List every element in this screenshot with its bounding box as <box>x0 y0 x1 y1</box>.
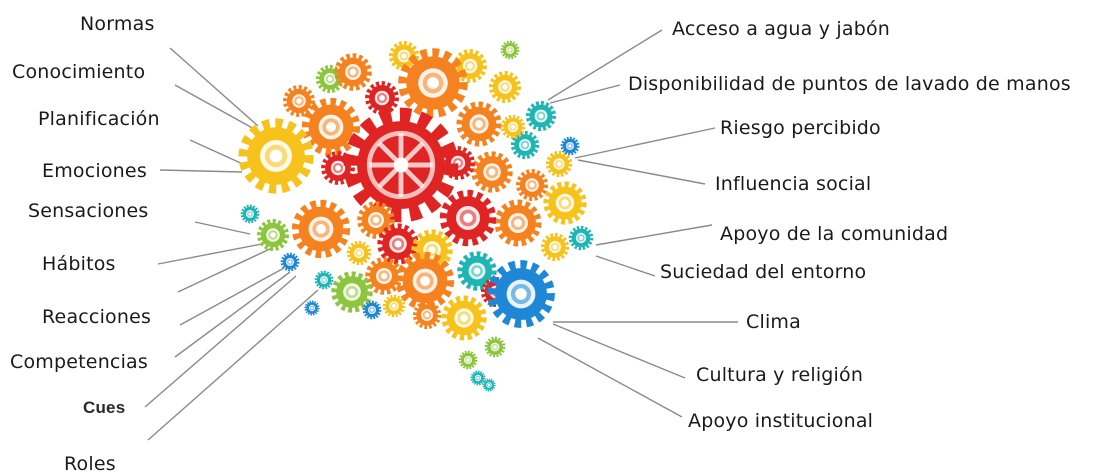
label-competencias: Competencias <box>10 351 148 373</box>
label-emociones: Emociones <box>42 160 147 182</box>
label-influencia: Influencia social <box>715 173 872 195</box>
label-reacciones: Reacciones <box>42 306 152 328</box>
label-conocimiento: Conocimiento <box>12 61 146 83</box>
label-agua-jabon: Acceso a agua y jabón <box>672 18 891 40</box>
label-roles: Roles <box>64 453 116 475</box>
label-planificacion: Planificación <box>38 108 160 130</box>
label-habitos: Hábitos <box>42 253 116 275</box>
label-riesgo: Riesgo percibido <box>720 117 881 139</box>
label-suciedad: Suciedad del entorno <box>660 261 867 283</box>
label-cultura: Cultura y religión <box>696 364 864 386</box>
label-apoyo-comunidad: Apoyo de la comunidad <box>720 223 949 245</box>
label-clima: Clima <box>746 311 801 333</box>
label-normas: Normas <box>80 13 155 35</box>
label-sensaciones: Sensaciones <box>28 200 149 222</box>
label-puntos-lavado: Disponibilidad de puntos de lavado de ma… <box>628 73 1071 95</box>
connector-lines <box>144 29 738 441</box>
label-apoyo-institucional: Apoyo institucional <box>688 410 874 432</box>
label-cues: Cues <box>83 398 126 417</box>
